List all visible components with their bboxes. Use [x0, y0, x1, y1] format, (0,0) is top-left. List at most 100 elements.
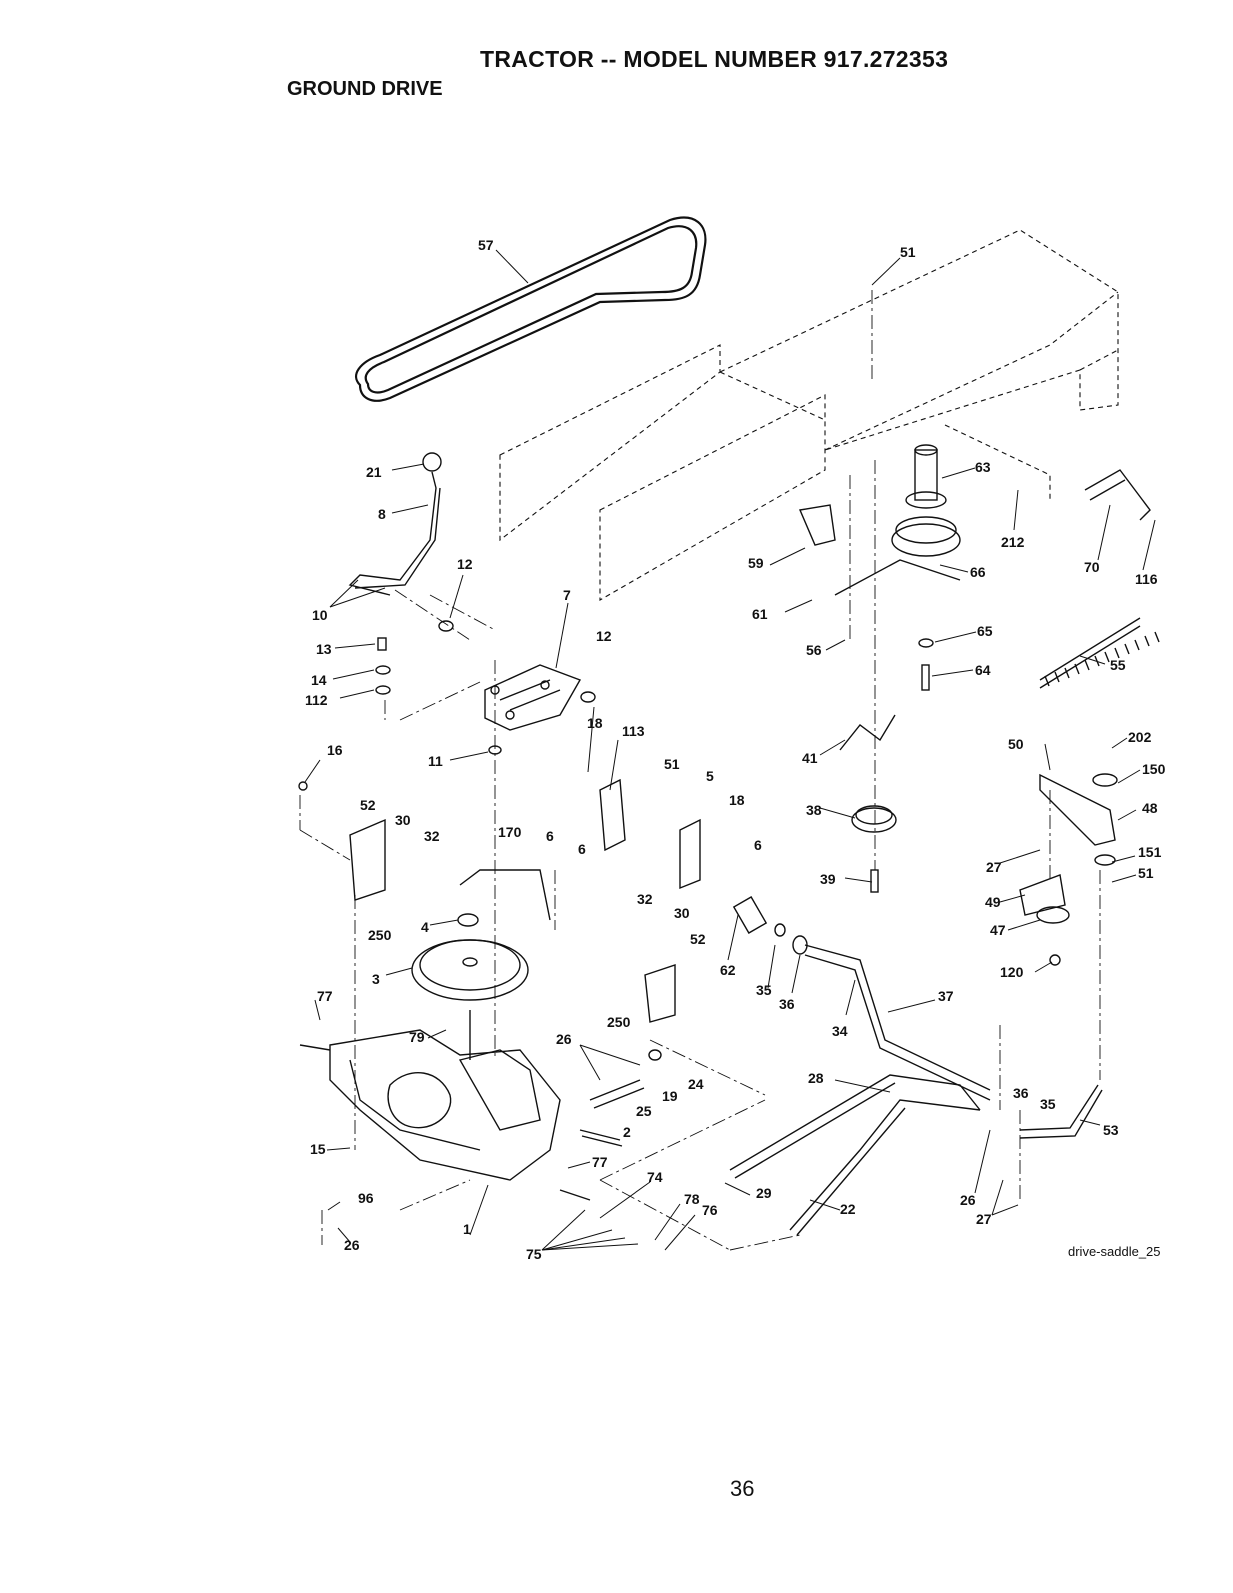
- callout: 27: [976, 1211, 992, 1227]
- callout: 77: [317, 988, 333, 1004]
- callout: 47: [990, 922, 1006, 938]
- callout: 3: [372, 971, 380, 987]
- callout: 59: [748, 555, 764, 571]
- engine-pulley: [891, 444, 961, 691]
- callout: 7: [563, 587, 571, 603]
- shift-lever: [348, 452, 442, 596]
- callout: 1: [463, 1221, 471, 1237]
- callout: 22: [840, 1201, 856, 1217]
- callout: 36: [779, 996, 795, 1012]
- callout: 5: [706, 768, 714, 784]
- callout: 49: [985, 894, 1001, 910]
- callout: 8: [378, 506, 386, 522]
- callout: 53: [1103, 1122, 1119, 1138]
- callout: 2: [623, 1124, 631, 1140]
- callout: 112: [305, 692, 328, 708]
- callout: 6: [546, 828, 554, 844]
- callout: 113: [622, 723, 645, 739]
- page-title: TRACTOR -- MODEL NUMBER 917.272353: [480, 46, 949, 72]
- callout: 19: [662, 1088, 678, 1104]
- callout: 28: [808, 1070, 824, 1086]
- callout: 212: [1001, 534, 1025, 550]
- callout: 15: [310, 1141, 326, 1157]
- callout: 32: [424, 828, 440, 844]
- callout: 74: [647, 1169, 663, 1185]
- callout: 51: [900, 244, 916, 260]
- callout: 26: [344, 1237, 360, 1253]
- brake-springs: [579, 896, 808, 1147]
- callout: 150: [1142, 761, 1166, 777]
- callout: 26: [556, 1031, 572, 1047]
- callout: 151: [1138, 844, 1162, 860]
- callout: 78: [684, 1191, 700, 1207]
- callout: 77: [592, 1154, 608, 1170]
- callout: 18: [587, 715, 603, 731]
- callout: 76: [702, 1202, 718, 1218]
- figure-reference: drive-saddle_25: [1068, 1244, 1161, 1259]
- callout: 202: [1128, 729, 1152, 745]
- callout: 14: [311, 672, 327, 688]
- callout: 48: [1142, 800, 1158, 816]
- callout: 21: [366, 464, 382, 480]
- mount-brackets: [349, 469, 1151, 1023]
- callout: 16: [327, 742, 343, 758]
- idler-arm: [1019, 773, 1118, 966]
- callout: 12: [457, 556, 473, 572]
- frame-outline: [499, 229, 1119, 601]
- callout: 64: [975, 662, 991, 678]
- callout: 25: [636, 1103, 652, 1119]
- tension-spring: [1039, 617, 1160, 689]
- callout: 56: [806, 642, 822, 658]
- callout: 41: [802, 750, 818, 766]
- callout: 6: [578, 841, 586, 857]
- callout: 35: [756, 982, 772, 998]
- callout: 10: [312, 607, 328, 623]
- callout: 37: [938, 988, 954, 1004]
- callout: 26: [960, 1192, 976, 1208]
- callout: 51: [1138, 865, 1154, 881]
- callout: 12: [596, 628, 612, 644]
- callout: 38: [806, 802, 822, 818]
- drive-belt: [355, 216, 707, 402]
- callout: 116: [1135, 571, 1158, 587]
- callout: 70: [1084, 559, 1100, 575]
- centerlines: [299, 290, 1101, 1251]
- transaxle: [299, 1010, 591, 1201]
- callout: 50: [1008, 736, 1024, 752]
- callout: 63: [975, 459, 991, 475]
- callout: 57: [478, 237, 494, 253]
- callout: 96: [358, 1190, 374, 1206]
- leader-lines: [304, 249, 1156, 1251]
- callout: 27: [986, 859, 1002, 875]
- callout: 52: [690, 931, 706, 947]
- callout: 30: [674, 905, 690, 921]
- callout: 52: [360, 797, 376, 813]
- callout: 24: [688, 1076, 704, 1092]
- page-number: 36: [730, 1476, 755, 1501]
- callout: 75: [526, 1246, 542, 1262]
- callout: 6: [754, 837, 762, 853]
- callout: 250: [368, 927, 392, 943]
- callout: 65: [977, 623, 993, 639]
- callout: 51: [664, 756, 680, 772]
- idler-pulley: [851, 805, 897, 893]
- callout: 170: [498, 824, 522, 840]
- callout: 18: [729, 792, 745, 808]
- control-rods: [729, 944, 1103, 1236]
- callout: 61: [752, 606, 768, 622]
- callout: 39: [820, 871, 836, 887]
- callout: 13: [316, 641, 332, 657]
- callout: 36: [1013, 1085, 1029, 1101]
- callout: 34: [832, 1023, 848, 1039]
- callout: 4: [421, 919, 429, 935]
- callout: 29: [756, 1185, 772, 1201]
- callout: 30: [395, 812, 411, 828]
- callout: 79: [409, 1029, 425, 1045]
- callout: 11: [428, 753, 443, 769]
- section-title: GROUND DRIVE: [287, 78, 443, 100]
- fasteners-left: [298, 620, 596, 791]
- callout-labels: 57 51 21 8 12 7 10 13 14 112 12 63 212 7…: [305, 237, 1166, 1262]
- callout: 66: [970, 564, 986, 580]
- callout: 62: [720, 962, 736, 978]
